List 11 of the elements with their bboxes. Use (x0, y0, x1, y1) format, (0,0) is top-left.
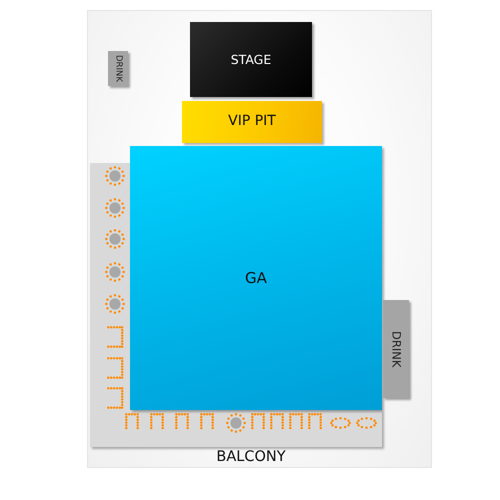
section-label: DRINK (390, 330, 402, 368)
section-label: GA (245, 270, 267, 286)
section-label: VIP PIT (228, 114, 276, 130)
bar-area (383, 300, 409, 398)
general-admission-area (130, 146, 382, 410)
vip-pit-area (182, 101, 322, 143)
bar-area (108, 51, 128, 86)
section-label: STAGE (230, 52, 272, 66)
section-label: DRINK (113, 55, 123, 82)
section-label: BALCONY (216, 450, 286, 466)
stage-block (190, 22, 312, 97)
